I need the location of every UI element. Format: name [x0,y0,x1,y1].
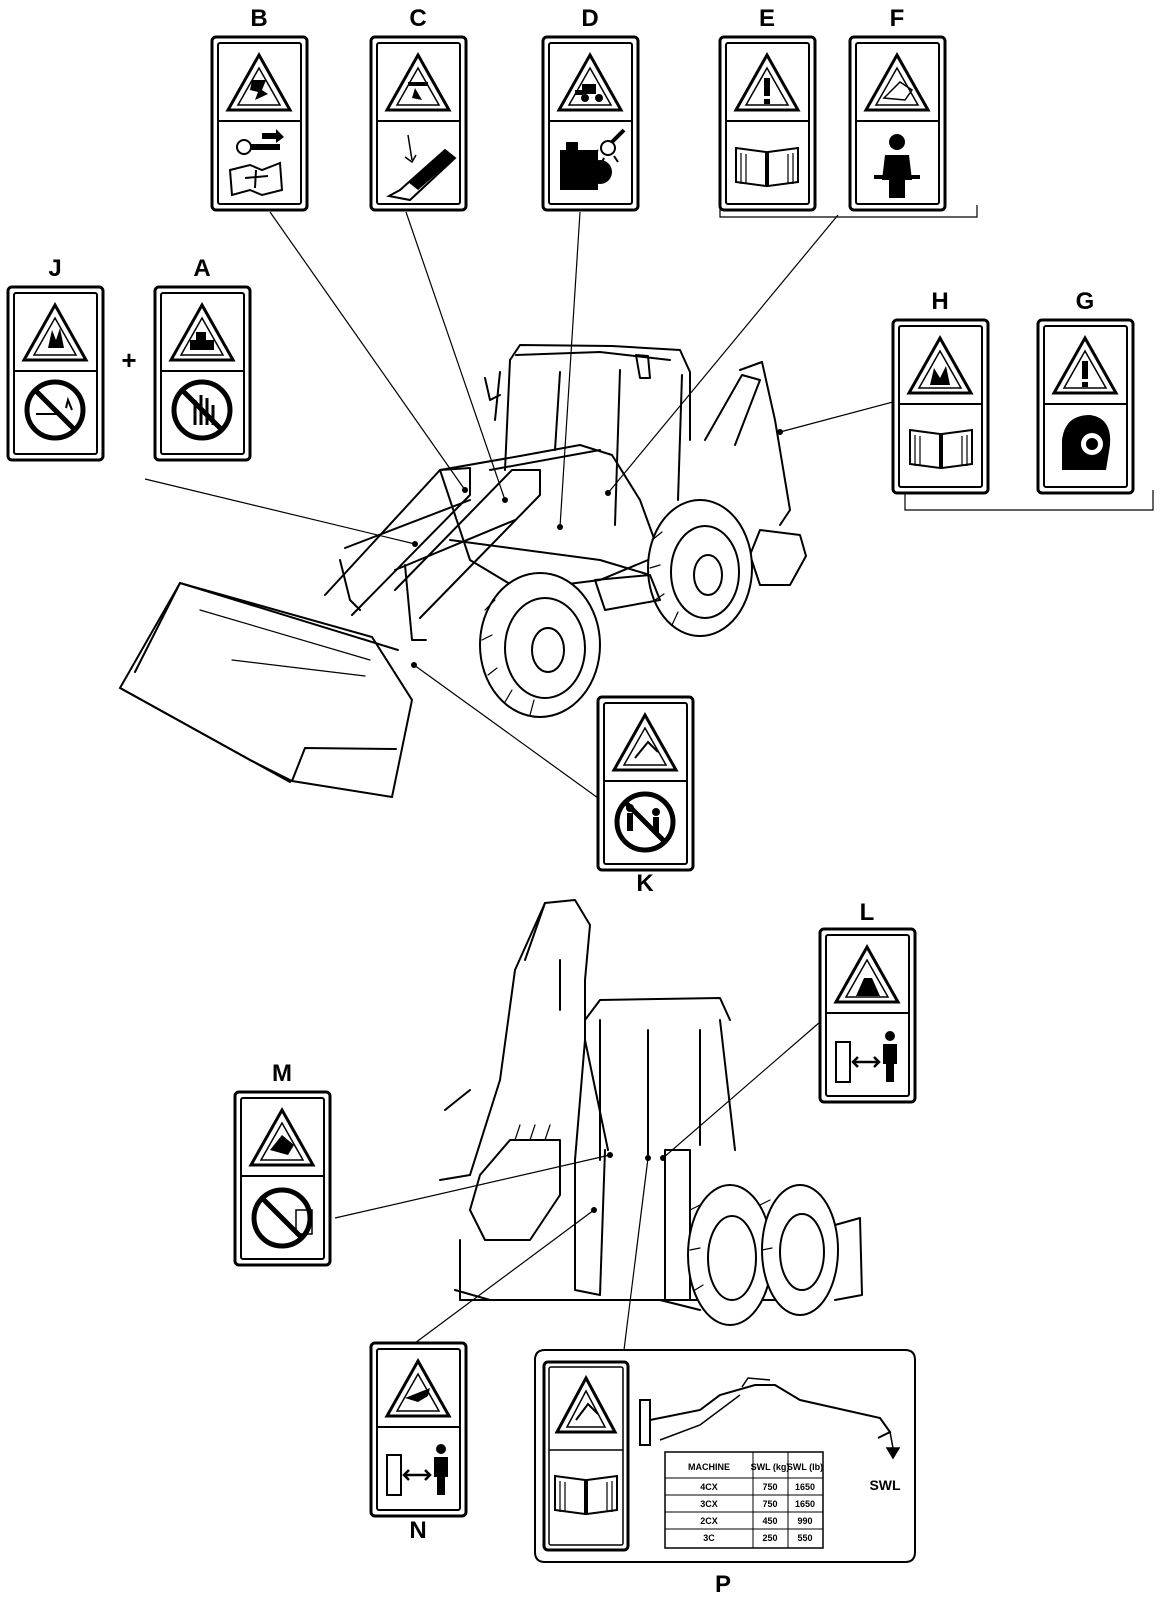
decal-l [820,929,915,1102]
table-cell: 990 [797,1516,812,1526]
backhoe-loader-rear-view [335,900,862,1358]
label-l: L [860,899,875,926]
label-n: N [409,1517,426,1544]
label-a: A [193,255,210,282]
decal-g [1038,320,1133,493]
decal-e [720,37,815,210]
table-cell: 1650 [795,1482,815,1492]
label-h: H [931,288,948,315]
label-e: E [759,5,775,32]
decal-a [155,287,250,460]
table-cell: 4CX [700,1482,718,1492]
table-cell: 750 [762,1499,777,1509]
label-b: B [250,5,267,32]
label-m: M [272,1060,292,1087]
table-cell: 3CX [700,1499,718,1509]
swl-label: SWL [869,1477,901,1493]
decal-p: SWL MACHINE SWL (kg) SWL (lb) 4CX 750 16… [535,1350,915,1562]
table-cell: 750 [762,1482,777,1492]
label-f: F [890,5,905,32]
label-p: P [715,1571,731,1598]
decal-h [893,320,988,493]
decal-d [543,37,638,210]
table-cell: 2CX [700,1516,718,1526]
table-header-swl-kg: SWL (kg) [751,1462,790,1472]
label-g: G [1076,288,1095,315]
table-cell: 1650 [795,1499,815,1509]
label-k: K [636,870,654,897]
decal-c [371,37,466,210]
decal-n [371,1343,466,1516]
decal-b [212,37,307,210]
decal-k [598,697,693,870]
label-d: D [581,5,598,32]
decal-m [235,1092,330,1265]
decal-j [8,287,103,460]
label-j: J [48,255,61,282]
label-c: C [409,5,426,32]
table-header-swl-lb: SWL (lb) [787,1462,823,1472]
table-cell: 450 [762,1516,777,1526]
plus-sign: + [121,345,136,375]
table-cell: 550 [797,1533,812,1543]
ear-protection-icon [1062,415,1110,470]
decal-f [850,37,945,210]
table-cell: 3C [703,1533,715,1543]
table-cell: 250 [762,1533,777,1543]
table-header-machine: MACHINE [688,1462,730,1472]
